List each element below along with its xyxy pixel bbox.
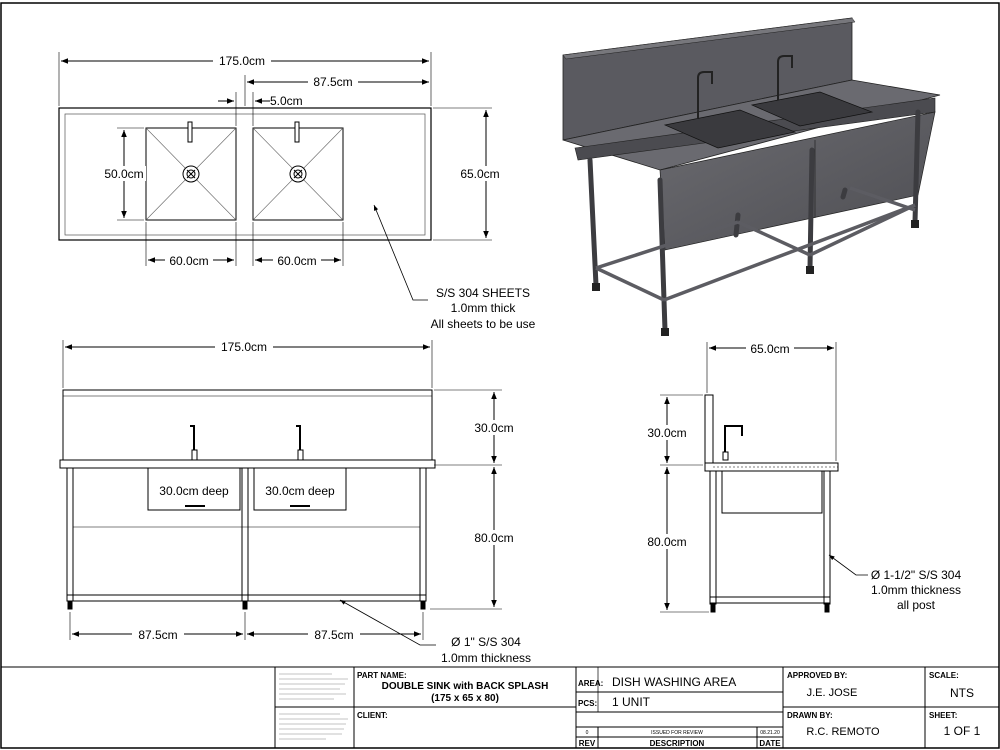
part-size: (175 x 65 x 80) — [431, 693, 499, 704]
drawn-by-label: DRAWN BY: — [787, 711, 833, 720]
plan-overall-width-label: 175.0cm — [219, 54, 265, 68]
svg-text:1.0mm thickness: 1.0mm thickness — [441, 651, 531, 665]
side-depth-label: 65.0cm — [750, 342, 789, 356]
rev-row-rev: 0 — [586, 730, 589, 736]
drawn-by-value: R.C. REMOTO — [806, 726, 880, 738]
svg-text:1.0mm thick: 1.0mm thick — [451, 301, 517, 315]
post-note: Ø 1-1/2" S/S 304 1.0mm thickness all pos… — [871, 568, 962, 612]
client-label: CLIENT: — [357, 711, 388, 720]
front-bay-right-label: 87.5cm — [314, 628, 353, 642]
plan-bowl-depth-label: 50.0cm — [104, 167, 143, 181]
plan-view — [58, 52, 492, 301]
rev-row-date: 08.21.20 — [760, 730, 780, 736]
pcs-value: 1 UNIT — [612, 695, 651, 709]
front-leg-height-label: 80.0cm — [474, 531, 513, 545]
plan-bowl-right — [252, 121, 344, 221]
area-label: AREA: — [578, 679, 603, 688]
plan-depth-label: 65.0cm — [460, 167, 499, 181]
material-note: S/S 304 SHEETS 1.0mm thick All sheets to… — [431, 286, 536, 331]
svg-text:Ø 1-1/2" S/S 304: Ø 1-1/2" S/S 304 — [871, 568, 962, 582]
scale-label: SCALE: — [929, 671, 959, 680]
sheet-label: SHEET: — [929, 711, 957, 720]
scale-value: NTS — [950, 686, 974, 700]
side-view — [660, 342, 868, 613]
approved-by-label: APPROVED BY: — [787, 671, 847, 680]
general-notes-block — [279, 673, 348, 740]
pipe-note: Ø 1" S/S 304 1.0mm thickness — [441, 635, 531, 665]
side-splash-height-label: 30.0cm — [647, 426, 686, 440]
plan-half-width-label: 87.5cm — [313, 75, 352, 89]
rev-header: REV — [579, 739, 596, 748]
svg-text:All sheets to be use: All sheets to be use — [431, 317, 536, 331]
plan-bowl-right-width-label: 60.0cm — [277, 254, 316, 268]
isometric-view — [562, 17, 941, 336]
front-splash-height-label: 30.0cm — [474, 421, 513, 435]
plan-gap-label: 5.0cm — [270, 94, 303, 108]
svg-text:all post: all post — [897, 598, 936, 612]
rev-row-description: ISSUED FOR REVIEW — [651, 730, 703, 736]
svg-text:1.0mm thickness: 1.0mm thickness — [871, 583, 961, 597]
svg-text:S/S 304 SHEETS: S/S 304 SHEETS — [436, 286, 530, 300]
plan-bowl-left-width-label: 60.0cm — [169, 254, 208, 268]
area-value: DISH WASHING AREA — [612, 675, 736, 689]
svg-text:Ø 1" S/S 304: Ø 1" S/S 304 — [451, 635, 521, 649]
front-bowl-right-label: 30.0cm deep — [265, 484, 335, 498]
description-header: DESCRIPTION — [650, 739, 705, 748]
part-name: DOUBLE SINK with BACK SPLASH — [382, 681, 549, 692]
part-name-label: PART NAME: — [357, 671, 407, 680]
pcs-label: PCS: — [578, 699, 597, 708]
title-block — [1, 666, 999, 748]
side-leg-height-label: 80.0cm — [647, 535, 686, 549]
sheet-value: 1 OF 1 — [944, 724, 981, 738]
front-overall-width-label: 175.0cm — [221, 340, 267, 354]
plan-bowl-left — [145, 121, 237, 221]
front-bay-left-label: 87.5cm — [138, 628, 177, 642]
date-header: DATE — [759, 739, 781, 748]
front-bowl-left-label: 30.0cm deep — [159, 484, 229, 498]
approved-by-value: J.E. JOSE — [807, 687, 858, 699]
